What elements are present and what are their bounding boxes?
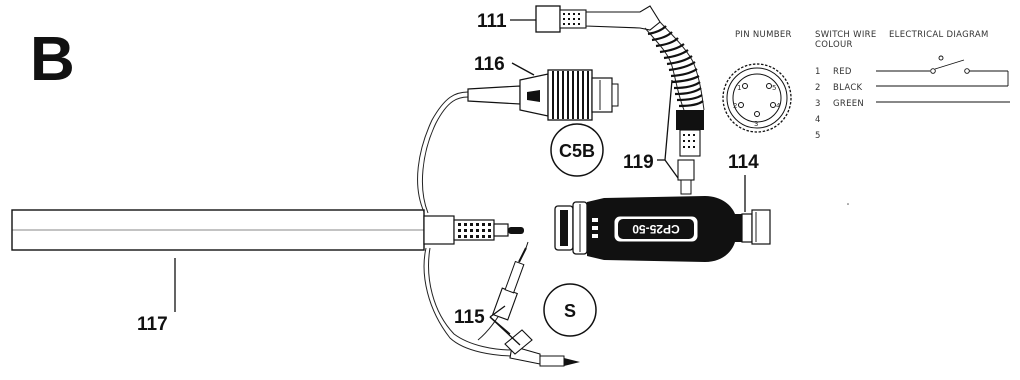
wire-row-5-pin: 5 bbox=[815, 131, 821, 141]
svg-text:3: 3 bbox=[754, 120, 758, 128]
wiring-table: PIN NUMBER SWITCH WIRE COLOUR ELECTRICAL… bbox=[722, 30, 1010, 141]
c5b-badge: C5B bbox=[550, 123, 604, 177]
wire-row-2-colour: BLACK bbox=[833, 83, 863, 93]
wire-row-3-colour: GREEN bbox=[833, 99, 864, 109]
callout-115: 115 bbox=[454, 307, 485, 328]
electrical-diagram-header: ELECTRICAL DIAGRAM bbox=[889, 30, 989, 40]
svg-text:5: 5 bbox=[772, 84, 776, 92]
c5b-label: C5B bbox=[559, 141, 595, 161]
wire-row-1-colour: RED bbox=[833, 67, 852, 77]
flex-neck bbox=[535, 5, 705, 195]
pin-socket: 1 5 2 4 3 bbox=[722, 63, 792, 133]
wire-row-3-pin: 3 bbox=[815, 99, 821, 109]
svg-text:1: 1 bbox=[737, 84, 741, 92]
callout-111: 111 bbox=[477, 11, 507, 32]
wire-row-4-pin: 4 bbox=[815, 115, 821, 125]
callout-117: 117 bbox=[137, 314, 168, 335]
callout-119: 119 bbox=[623, 152, 654, 173]
svg-text:4: 4 bbox=[776, 102, 781, 110]
torch-handle: CP25-50 bbox=[554, 196, 771, 262]
leader-116 bbox=[511, 62, 535, 76]
stray-dot bbox=[847, 203, 849, 205]
electrical-diagram bbox=[876, 55, 1010, 103]
svg-text:2: 2 bbox=[733, 102, 737, 110]
pin-number-header: PIN NUMBER bbox=[735, 30, 792, 40]
main-hose bbox=[11, 209, 524, 251]
s-label: S bbox=[564, 301, 576, 321]
callout-114: 114 bbox=[728, 152, 759, 173]
wire-row-2-pin: 2 bbox=[815, 83, 821, 93]
control-cable bbox=[417, 69, 619, 214]
leader-115 bbox=[489, 305, 521, 346]
colour-header: COLOUR bbox=[815, 40, 853, 50]
callout-116: 116 bbox=[474, 54, 505, 75]
leader-119 bbox=[657, 79, 679, 179]
lower-leads bbox=[423, 241, 580, 367]
panel-letter: B bbox=[30, 25, 75, 94]
wire-row-1-pin: 1 bbox=[815, 67, 821, 77]
s-badge: S bbox=[543, 283, 597, 337]
handle-label: CP25-50 bbox=[632, 222, 680, 236]
switch-wire-header: SWITCH WIRE bbox=[815, 30, 877, 40]
